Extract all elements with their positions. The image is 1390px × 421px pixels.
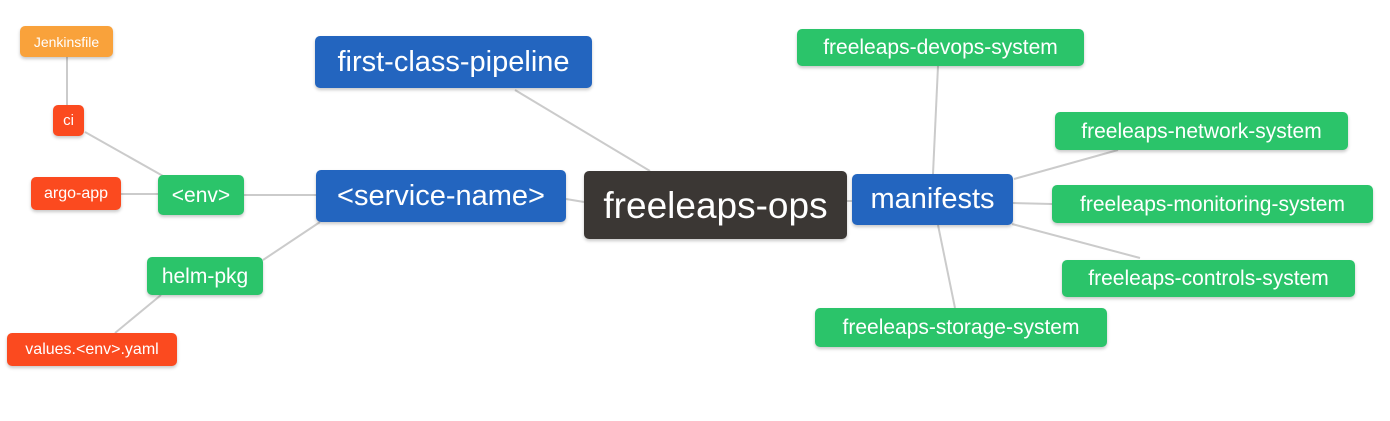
edge-manifests-storage xyxy=(937,224,956,309)
node-ci[interactable]: ci xyxy=(53,105,84,136)
edge-manifests-devops xyxy=(932,65,939,175)
node-env[interactable]: <env> xyxy=(158,175,244,215)
edge-servicename-helmpkg xyxy=(262,221,321,261)
node-freeleaps-controls-system[interactable]: freeleaps-controls-system xyxy=(1062,260,1355,297)
edge-manifests-network xyxy=(1013,149,1119,180)
node-freeleaps-network-system[interactable]: freeleaps-network-system xyxy=(1055,112,1348,150)
node-manifests[interactable]: manifests xyxy=(852,174,1013,225)
edge-manifests-controls xyxy=(1011,223,1141,259)
node-argo-app[interactable]: argo-app xyxy=(31,177,121,210)
node-service-name[interactable]: <service-name> xyxy=(316,170,566,222)
node-freeleaps-ops-root[interactable]: freeleaps-ops xyxy=(584,171,847,239)
edge-servicename-root xyxy=(565,198,585,203)
node-freeleaps-storage-system[interactable]: freeleaps-storage-system xyxy=(815,308,1107,347)
node-freeleaps-monitoring-system[interactable]: freeleaps-monitoring-system xyxy=(1052,185,1373,223)
node-values-env-yaml[interactable]: values.<env>.yaml xyxy=(7,333,177,366)
node-helm-pkg[interactable]: helm-pkg xyxy=(147,257,263,295)
node-first-class-pipeline[interactable]: first-class-pipeline xyxy=(315,36,592,88)
edge-helmpkg-valuesyaml xyxy=(114,294,162,334)
node-freeleaps-devops-system[interactable]: freeleaps-devops-system xyxy=(797,29,1084,66)
edge-manifests-monitoring xyxy=(1012,202,1053,205)
node-jenkinsfile[interactable]: Jenkinsfile xyxy=(20,26,113,57)
edge-ci-env xyxy=(84,131,164,177)
edge-pipeline-root xyxy=(514,89,651,172)
